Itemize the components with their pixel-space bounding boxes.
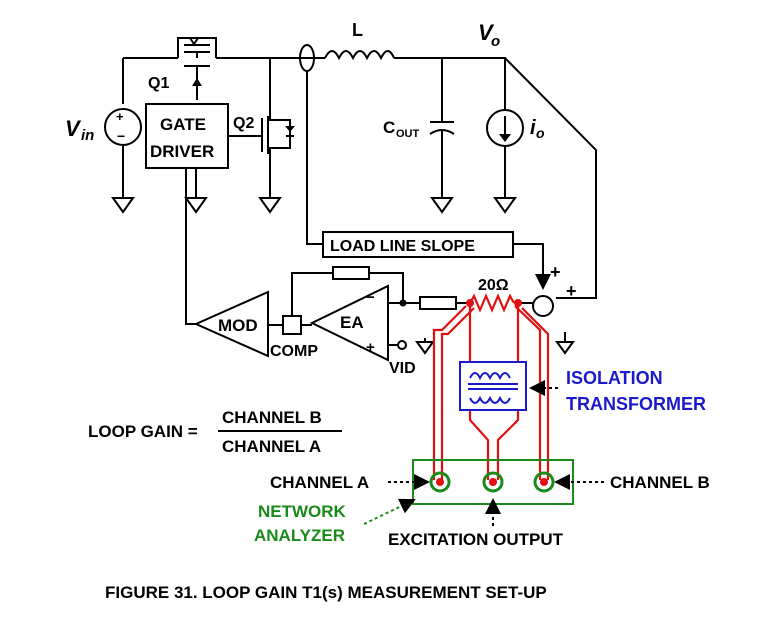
q2-mosfet-icon [228,58,295,198]
vin-label: V [65,116,82,141]
inductor-label: L [352,20,363,40]
inductor-icon [324,50,395,61]
isolation-label-1: ISOLATION [566,368,663,388]
svg-text:−: − [117,128,125,144]
loop-gain-denominator: CHANNEL A [222,437,321,456]
vid-terminal-icon [397,340,407,350]
channel-b-label: CHANNEL B [610,473,710,492]
feedback-resistor-icon [332,266,370,280]
ground-icon [258,197,282,214]
ground-icon [111,197,135,214]
excitation-label: EXCITATION OUTPUT [388,530,564,549]
vid-label: VID [389,360,416,377]
comp-node-box [282,315,302,335]
gate-driver-label-1: GATE [160,115,206,134]
input-resistor-icon [419,296,457,310]
ground-icon [430,197,454,214]
excitation-port-icon [482,471,504,493]
current-source-icon [486,58,524,198]
io-label: i [530,117,536,139]
vo-label: V [478,20,495,45]
figure-caption: FIGURE 31. LOOP GAIN T1(s) MEASUREMENT S… [105,583,547,602]
summing-plus-right: + [566,281,577,301]
comp-label: COMP [270,343,318,360]
ground-icon [493,197,517,214]
gate-driver-label-2: DRIVER [150,142,214,161]
io-sub-label: o [536,125,545,141]
network-analyzer-label-2: ANALYZER [254,526,345,545]
q2-label: Q2 [233,115,254,132]
channel-a-port-icon [429,471,451,493]
mod-label: MOD [218,316,258,335]
ground-icon [415,338,435,355]
ground-icon [184,197,208,214]
channel-a-label: CHANNEL A [270,473,369,492]
isolation-transformer-icon [459,361,527,411]
svg-text:+: + [116,109,124,124]
ground-icon [555,332,575,355]
power-stage: + − V in Q1 GATE DRIVER [65,20,597,299]
injection-resistor-icon [469,293,515,313]
capacitor-icon [429,58,455,198]
cout-label: C [383,118,395,137]
loop-gain-label: LOOP GAIN = [88,422,198,441]
vo-sub-label: o [491,33,500,50]
summing-node-icon [532,295,554,317]
cout-sub-label: OUT [396,128,420,140]
loop-gain-numerator: CHANNEL B [222,408,322,427]
ea-minus-label: − [366,289,375,306]
control-loop: LOAD LINE SLOPE + + EA − + VID COMP MOD [185,71,577,377]
vin-sub-label: in [81,127,94,144]
summing-plus-top: + [550,262,561,282]
error-amplifier-icon [309,284,389,362]
network-analyzer-label-1: NETWORK [258,502,347,521]
resistor-label: 20Ω [478,277,509,294]
channel-b-port-icon [533,471,555,493]
ea-plus-label: + [366,339,375,356]
load-line-slope-label: LOAD LINE SLOPE [330,238,475,255]
isolation-label-2: TRANSFORMER [566,394,706,414]
q1-label: Q1 [148,75,169,92]
ea-label: EA [340,313,364,332]
q1-mosfet-icon [177,37,217,100]
